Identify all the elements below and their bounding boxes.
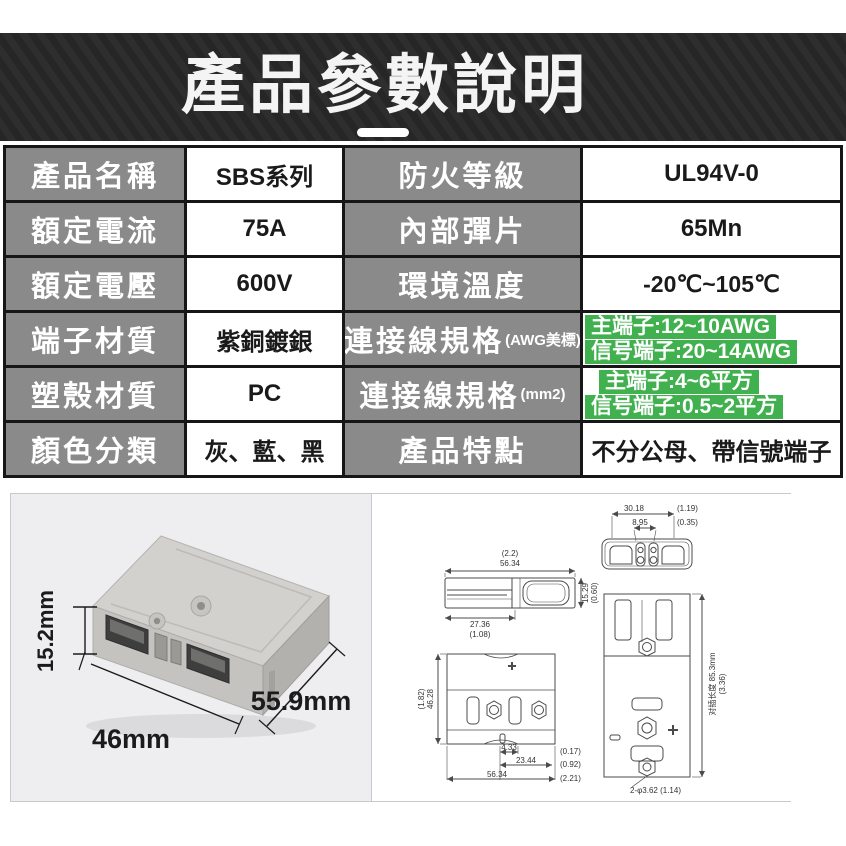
- spec-value: 紫銅鍍銀: [187, 313, 342, 365]
- side-height-dim: 15.29: [581, 582, 590, 603]
- spec-value: 75A: [187, 203, 342, 255]
- spec-label: 額定電壓: [6, 258, 184, 310]
- spec-label: 內部彈片: [345, 203, 580, 255]
- spec-value: 600V: [187, 258, 342, 310]
- highlight-line: 信号端子:20~14AWG: [585, 339, 798, 364]
- spec-label: 額定電流: [6, 203, 184, 255]
- spec-label: 端子材質: [6, 313, 184, 365]
- top-d2-dim-inch: (0.92): [560, 760, 581, 769]
- front-width-dim: 30.18: [624, 504, 645, 513]
- side-length-dim: 56.34: [500, 559, 521, 568]
- spec-value-highlighted: 主端子:12~10AWG 信号端子:20~14AWG: [583, 313, 840, 365]
- spec-label-main: 連接線規格: [345, 326, 505, 358]
- mated-length-dim-inch: (3.36): [718, 673, 727, 694]
- highlight-line: 主端子:12~10AWG: [585, 314, 777, 339]
- spec-label: 防火等級: [345, 148, 580, 200]
- front-pitch-dim-inch: (0.35): [677, 518, 698, 527]
- top-d2-dim: 23.44: [516, 756, 537, 765]
- spec-value: UL94V-0: [583, 148, 840, 200]
- front-width-dim-inch: (1.19): [677, 504, 698, 513]
- top-height-dim-inch: (1.82): [417, 688, 426, 709]
- photo-depth-dimension: 55.9mm: [251, 686, 352, 716]
- spec-value: 65Mn: [583, 203, 840, 255]
- spec-label: 連接線規格(AWG美標): [345, 313, 580, 365]
- spec-label: 環境溫度: [345, 258, 580, 310]
- product-photo-pane: 15.2mm 46mm 55.9mm: [11, 494, 372, 801]
- spec-value: SBS系列: [187, 148, 342, 200]
- spec-label: 產品名稱: [6, 148, 184, 200]
- spec-value: PC: [187, 368, 342, 420]
- mated-holes-note: 2-φ3.62 (1.14): [630, 786, 681, 795]
- mated-length-dim: 对插长度 85.3mm: [707, 652, 717, 715]
- top-d1-dim-inch: (0.17): [560, 747, 581, 756]
- spec-label-main: 連接線規格: [359, 381, 520, 413]
- spec-value: 灰、藍、黑: [187, 423, 342, 475]
- header-banner: 產品參數說明: [0, 33, 846, 141]
- spec-label-suffix: (mm2): [520, 385, 566, 403]
- connector-photo-illustration: 15.2mm 46mm 55.9mm: [33, 535, 352, 754]
- side-height-dim-inch: (0.60): [590, 582, 599, 603]
- spec-table: 產品名稱 SBS系列 防火等級 UL94V-0 額定電流 75A 內部彈片 65…: [3, 145, 843, 478]
- product-views-panel: 15.2mm 46mm 55.9mm: [10, 493, 791, 802]
- photo-width-dimension: 46mm: [92, 724, 170, 754]
- highlight-line: 主端子:4~6平方: [599, 369, 759, 394]
- side-wire-dim: 27.36: [470, 620, 491, 629]
- photo-height-dimension: 15.2mm: [33, 590, 58, 672]
- spec-label: 塑殼材質: [6, 368, 184, 420]
- front-pitch-dim: 8.95: [632, 518, 648, 527]
- spec-value: -20℃~105℃: [583, 258, 840, 310]
- top-d3-dim-inch: (2.21): [560, 774, 581, 783]
- spec-label: 連接線規格(mm2): [345, 368, 580, 420]
- technical-drawings: 30.18 (1.19) 8.95 (0.35) (2.2) 56.34 15.…: [417, 504, 727, 795]
- page-title: 產品參數說明: [181, 49, 589, 121]
- technical-drawing-pane: 30.18 (1.19) 8.95 (0.35) (2.2) 56.34 15.…: [372, 494, 791, 801]
- spec-value-highlighted: 主端子:4~6平方 信号端子:0.5~2平方: [583, 368, 840, 420]
- spec-label: 顏色分類: [6, 423, 184, 475]
- spec-label-suffix: (AWG美標): [505, 331, 580, 349]
- side-wire-dim-inch: (1.08): [470, 630, 491, 639]
- side-length-dim-inch: (2.2): [502, 549, 519, 558]
- top-d3-dim: 56.34: [487, 770, 508, 779]
- top-d1-dim: 4.33: [501, 743, 517, 752]
- highlight-line: 信号端子:0.5~2平方: [585, 394, 784, 419]
- title-underline-dash: [357, 128, 409, 137]
- spec-value: 不分公母、帶信號端子: [583, 423, 840, 475]
- top-height-dim: 46.28: [426, 688, 435, 709]
- spec-label: 產品特點: [345, 423, 580, 475]
